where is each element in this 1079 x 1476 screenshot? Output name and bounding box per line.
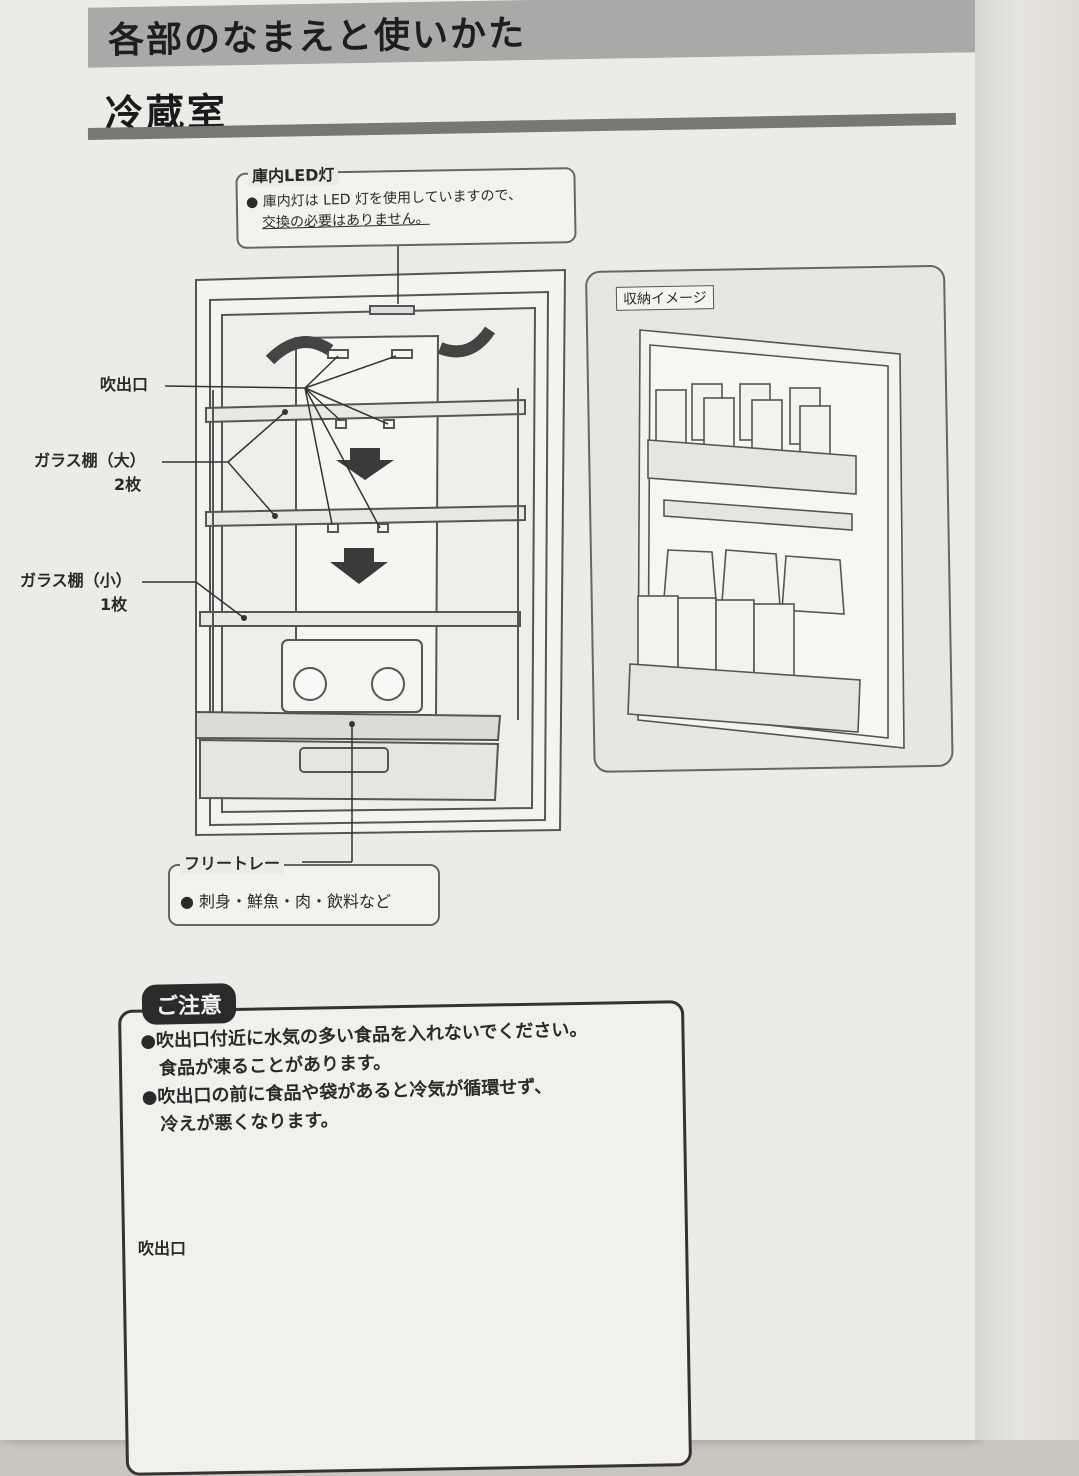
free-tray-title: フリートレー	[180, 850, 285, 874]
glass-shelf-large-count: 2枚	[114, 475, 142, 494]
glass-shelf-large-label: ガラス棚（大）	[34, 451, 146, 470]
storage-image-label: 収納イメージ	[615, 285, 714, 311]
down-arrow-icon	[330, 548, 388, 584]
glass-shelf-small-count: 1枚	[100, 595, 128, 614]
curved-arrow-icon	[265, 336, 334, 365]
fridge-diagram	[142, 242, 954, 1440]
caution-vent-label: 吹出口	[138, 1239, 187, 1258]
vent-label: 吹出口	[100, 375, 149, 394]
next-page-edge	[975, 0, 1079, 1440]
down-arrow-icon	[336, 448, 394, 480]
caution-tag: ご注意	[141, 983, 237, 1025]
glass-shelf-small-label: ガラス棚（小）	[20, 571, 132, 590]
caution-text: ●吹出口付近に水気の多い食品を入れないでください。 食品が凍ることがあります。 …	[140, 1016, 683, 1142]
free-tray-callout	[168, 864, 440, 926]
led-callout-title: 庫内LED灯	[247, 161, 339, 187]
free-tray-text: ● 刺身・鮮魚・肉・飲料など	[180, 892, 392, 911]
curved-arrow-icon	[437, 326, 495, 358]
